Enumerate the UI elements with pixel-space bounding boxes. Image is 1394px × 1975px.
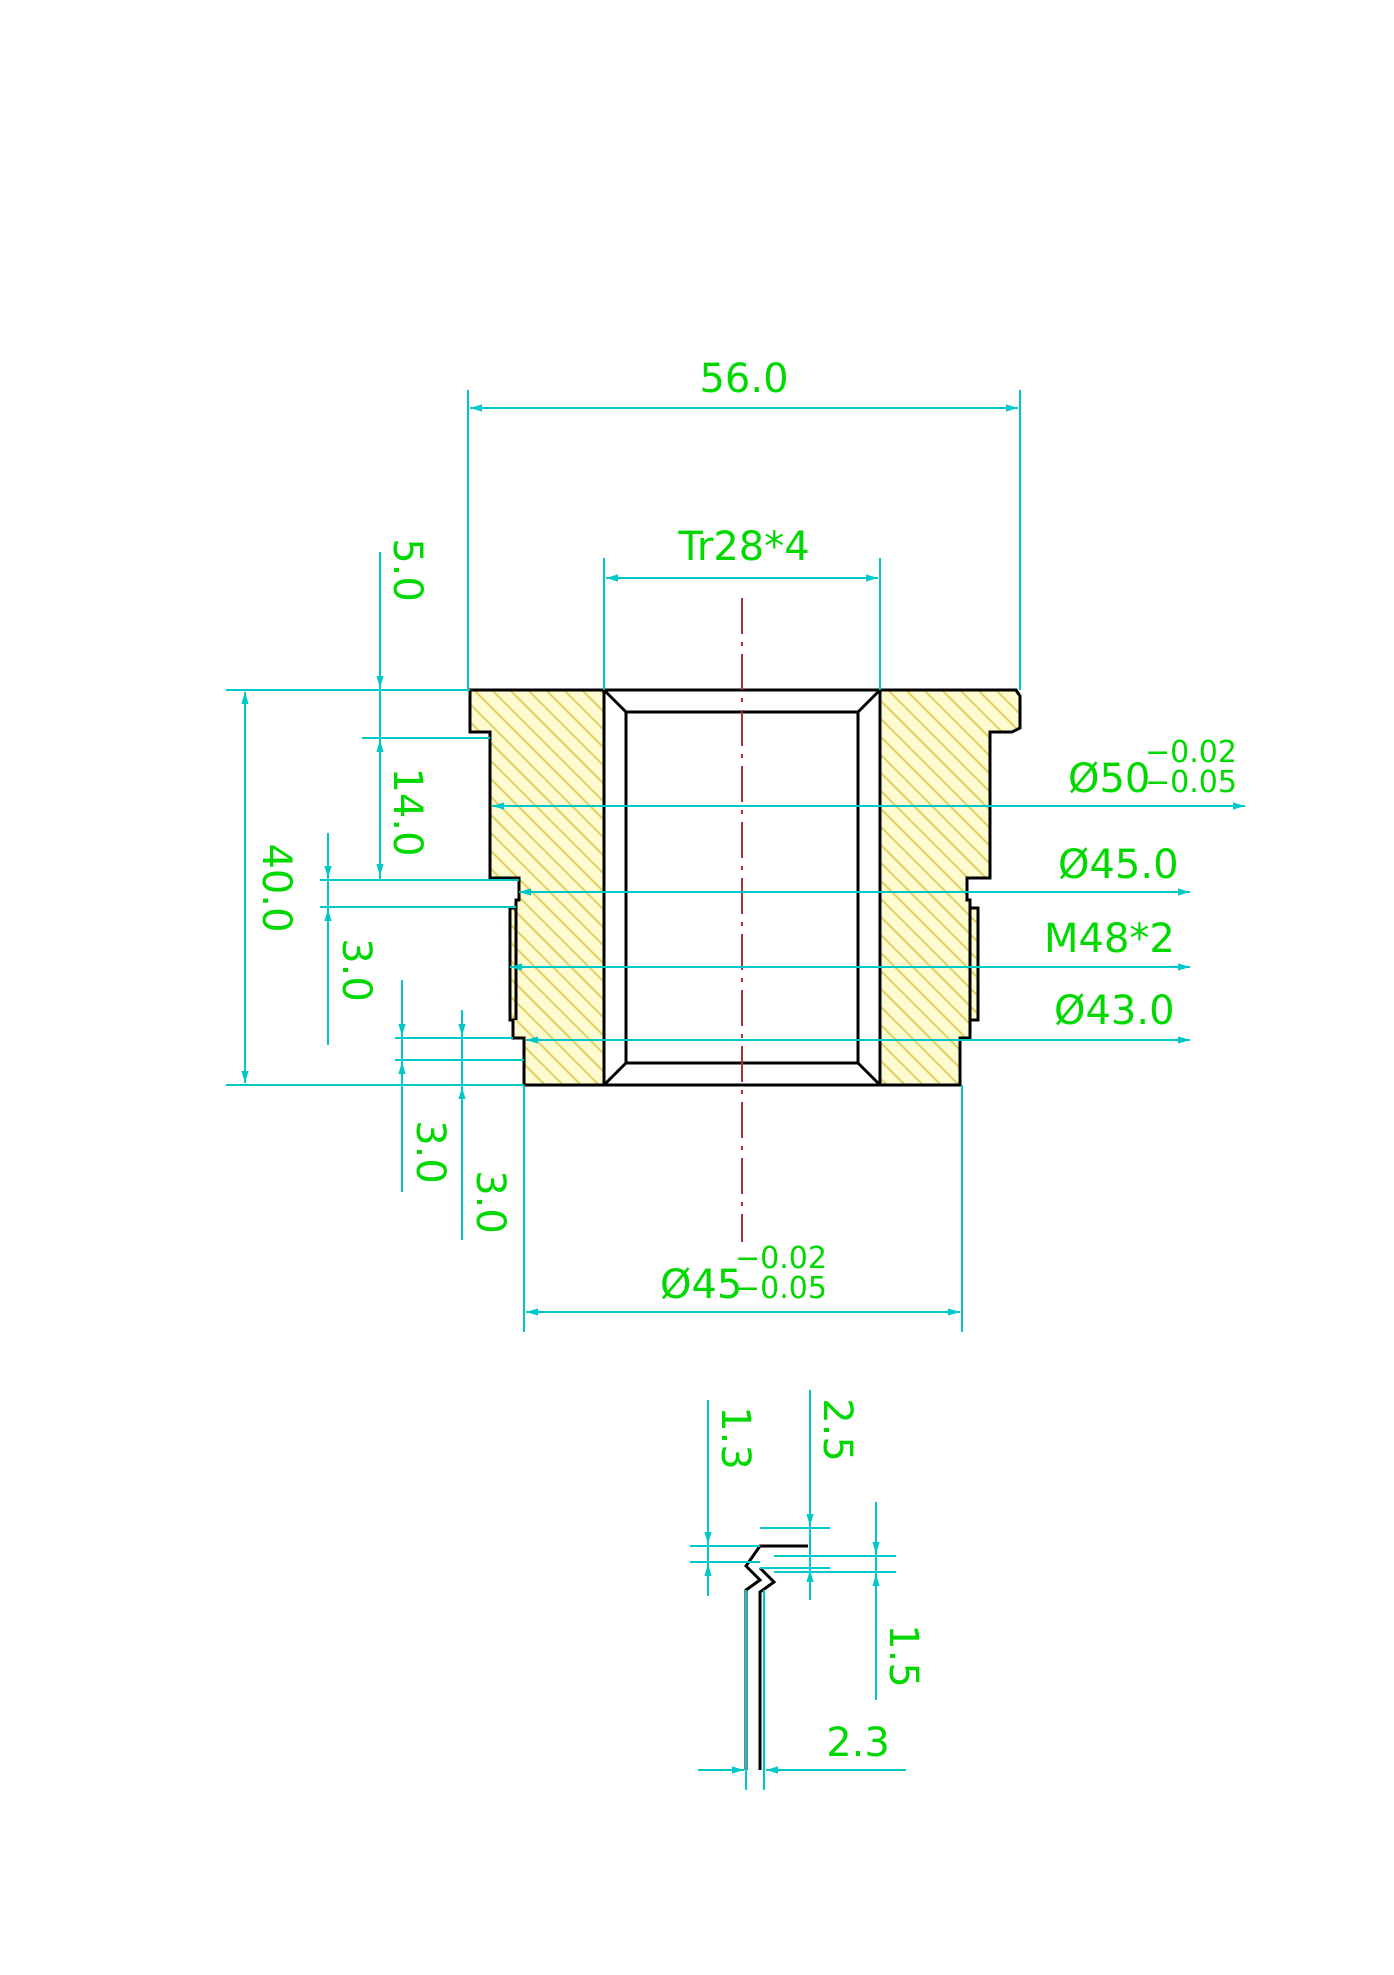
dim-flange-thickness: 5.0 — [384, 538, 430, 602]
dim-overall-width: 56.0 — [699, 356, 788, 402]
dim-dia-45-bottom: Ø45 — [660, 1262, 742, 1308]
dim-groove-depth-a: 3.0 — [407, 1120, 453, 1184]
dimension-lines — [226, 390, 1245, 1332]
section-right-half — [878, 688, 1022, 1087]
detail-view: 1.3 2.5 1.5 2.3 — [690, 1390, 926, 1790]
dim-neck-length: 14.0 — [384, 767, 430, 856]
dim-thread-outer: M48*2 — [1044, 916, 1175, 962]
dimension-text: 56.0 Tr28*4 5.0 14.0 40.0 3.0 3.0 3.0 Ø5… — [253, 356, 1237, 1308]
dim-dia-50-tol-lower: −0.05 — [1145, 765, 1237, 800]
detail-dim-1-3: 1.3 — [712, 1406, 758, 1470]
dim-groove-width-upper: 3.0 — [333, 938, 379, 1002]
dim-overall-height: 40.0 — [253, 843, 299, 932]
section-view — [468, 598, 1022, 1242]
dim-dia-50-tol-upper: −0.02 — [1145, 735, 1237, 770]
detail-dim-2-3: 2.3 — [826, 1720, 890, 1766]
section-left-half — [468, 688, 606, 1087]
dim-dia-43: Ø43.0 — [1054, 988, 1175, 1034]
detail-profile-outer — [744, 1544, 808, 1770]
dim-dia-45-bottom-tol-upper: −0.02 — [735, 1241, 827, 1276]
dim-dia-50: Ø50 — [1068, 756, 1150, 802]
dim-groove-depth-b: 3.0 — [467, 1170, 513, 1234]
detail-dim-1-5: 1.5 — [880, 1624, 926, 1688]
dim-thread-inner: Tr28*4 — [677, 524, 809, 570]
dim-dia-45-bottom-tol-lower: −0.05 — [735, 1271, 827, 1306]
detail-dim-2-5: 2.5 — [814, 1398, 860, 1462]
dim-dia-45: Ø45.0 — [1058, 842, 1179, 888]
detail-profile-inner — [758, 1566, 777, 1770]
